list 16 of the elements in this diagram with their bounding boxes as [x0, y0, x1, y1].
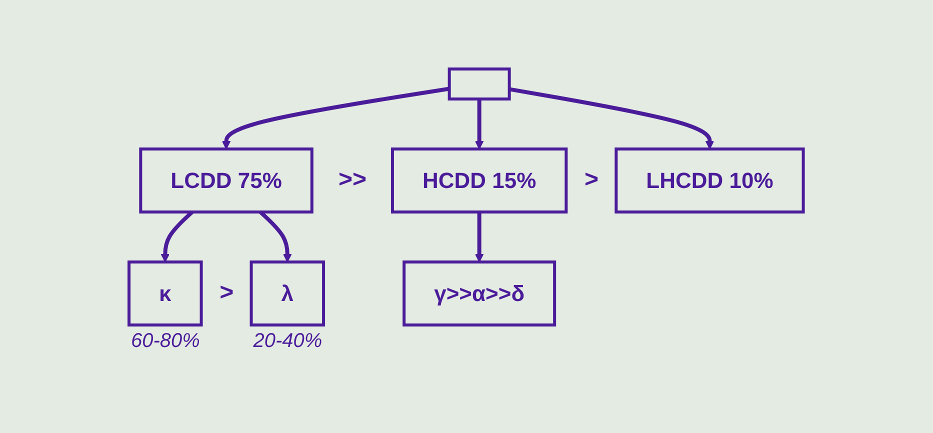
node-box: γ>>α>>δ: [402, 260, 556, 326]
node-box: HCDD 15%: [391, 147, 568, 213]
comparison-sign: >: [584, 166, 599, 194]
arrow: [475, 98, 484, 149]
node-box: [448, 67, 512, 100]
percentage-caption: 20-40%: [253, 330, 322, 354]
comparison-sign: >>: [338, 166, 367, 194]
node-box: λ: [250, 260, 326, 326]
comparison-sign: >: [220, 278, 234, 307]
node-box: LCDD 75%: [140, 147, 314, 213]
arrow: [222, 86, 450, 149]
arrow: [475, 212, 484, 262]
node-box: LHCDD 10%: [615, 147, 806, 213]
arrow: [509, 86, 714, 149]
percentage-caption: 60-80%: [130, 330, 200, 354]
node-box: κ: [128, 260, 204, 326]
